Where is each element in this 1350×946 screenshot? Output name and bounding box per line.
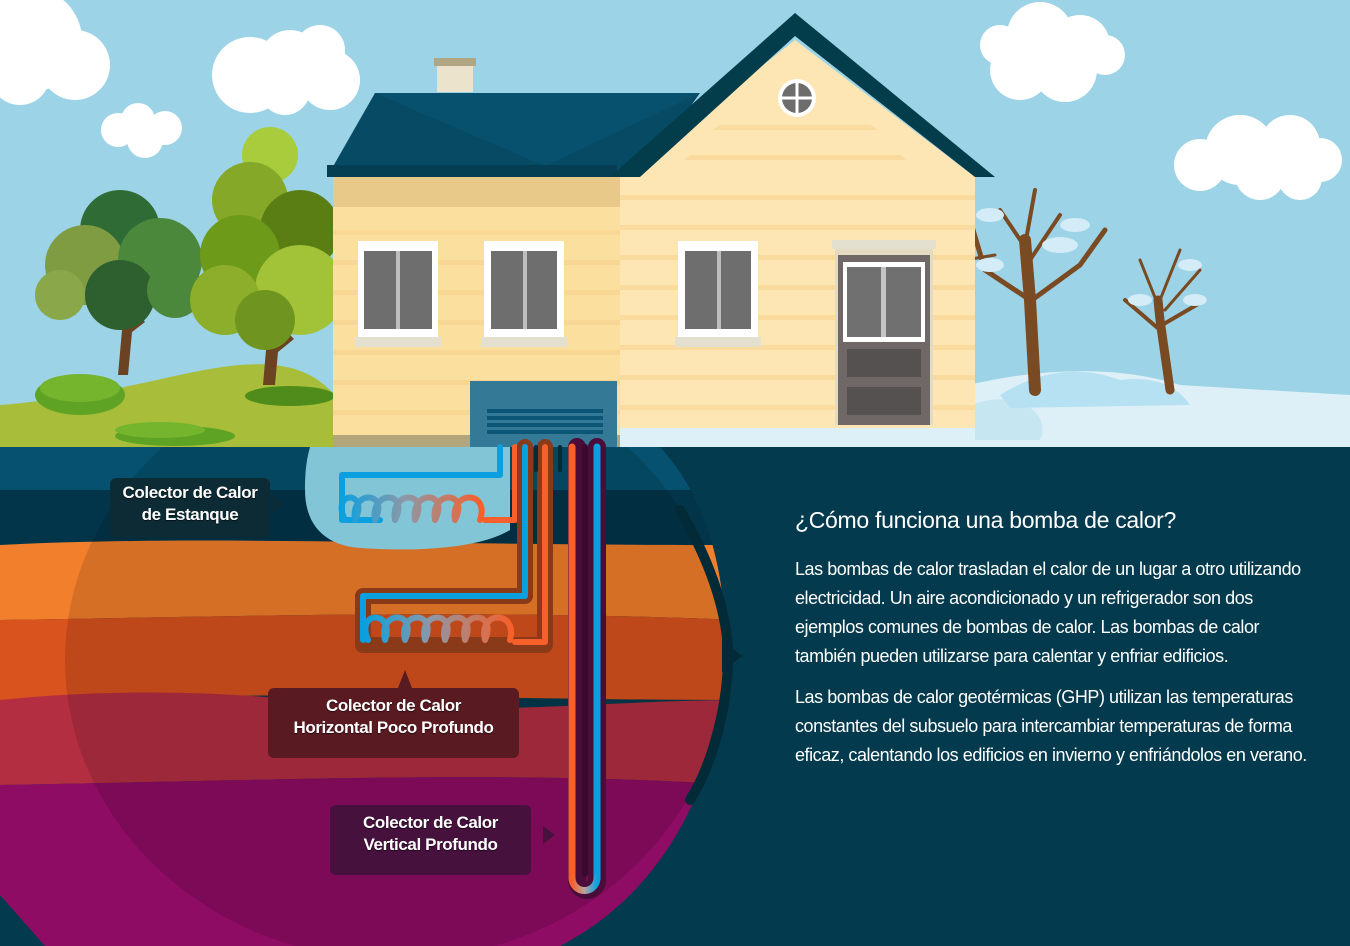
- window: [675, 241, 761, 347]
- info-paragraph-2: Las bombas de calor geotérmicas (GHP) ut…: [795, 687, 1307, 765]
- cloud-icon: [0, 0, 1342, 200]
- window: [355, 241, 441, 347]
- vertical-loop-icon: [534, 438, 606, 899]
- callout-pond-collector: Colector de Calor de Estanque: [110, 478, 270, 538]
- bush-icon: [35, 374, 335, 446]
- callout-horizontal-line2: Horizontal Poco Profundo: [293, 718, 494, 737]
- house-icon: [327, 13, 995, 447]
- door: [832, 240, 936, 425]
- callout-horizontal-collector: Colector de Calor Horizontal Poco Profun…: [268, 688, 519, 758]
- summer-tree-icon: [35, 127, 345, 385]
- snow-on-branches: [976, 208, 1207, 306]
- callout-pond-line1: Colector de Calor: [122, 483, 258, 502]
- info-paragraph-1: Las bombas de calor trasladan el calor d…: [795, 559, 1301, 666]
- callout-vertical-line2: Vertical Profundo: [363, 835, 498, 854]
- callout-vertical-collector: Colector de Calor Vertical Profundo: [330, 805, 531, 875]
- horizontal-loop-icon: [355, 439, 553, 653]
- callout-vertical-line1: Colector de Calor: [363, 813, 498, 832]
- info-title: ¿Cómo funciona una bomba de calor?: [795, 507, 1177, 533]
- grass-hill: [0, 364, 335, 447]
- callout-horizontal-line1: Colector de Calor: [326, 696, 461, 715]
- pond-loop-icon: [338, 444, 518, 523]
- heat-pump-unit-icon: [470, 381, 617, 447]
- window: [481, 241, 567, 347]
- info-panel: ¿Cómo funciona una bomba de calor? Las b…: [795, 505, 1315, 782]
- callout-pond-line2: de Estanque: [141, 505, 239, 524]
